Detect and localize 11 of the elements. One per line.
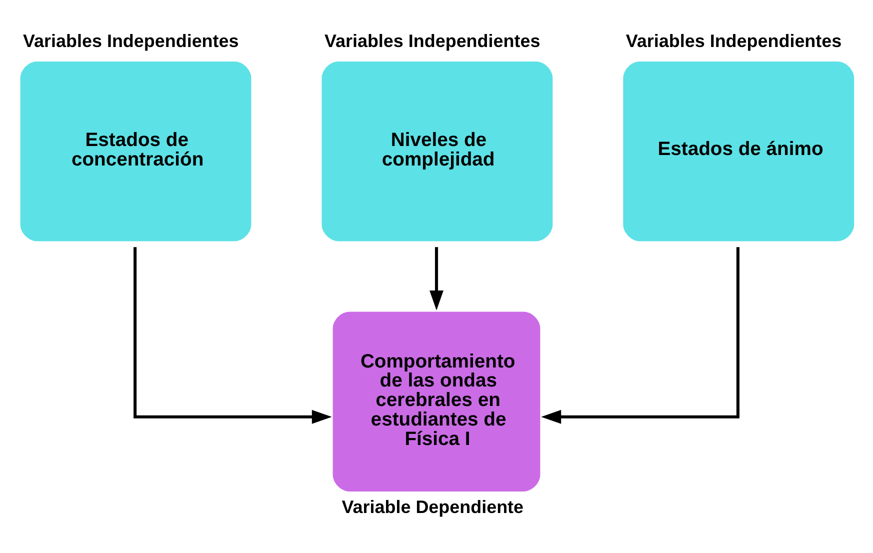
arrow xyxy=(541,247,740,424)
arrow xyxy=(430,247,444,310)
node-label: Variables Independientes xyxy=(23,30,239,51)
node-box: Estados de ánimo xyxy=(623,61,854,242)
arrow xyxy=(134,247,332,424)
node-label: Variables Independientes xyxy=(324,30,540,51)
node-box: Niveles de complejidad xyxy=(322,61,553,242)
node-box: Comportamiento de las ondas cerebrales en estudiantes de Física I xyxy=(332,312,540,492)
node-box: Estados de concentración xyxy=(20,61,252,242)
node-label: Variable Dependiente xyxy=(342,496,524,517)
node-label: Variables Independientes xyxy=(626,30,842,51)
